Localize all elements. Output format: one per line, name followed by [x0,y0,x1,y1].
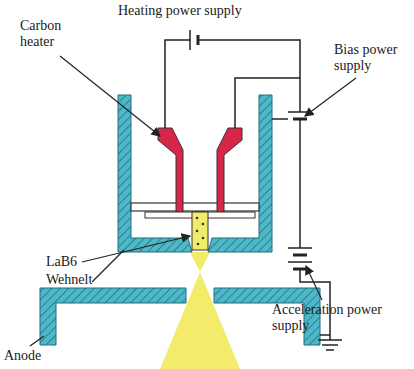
power-supply-label: Acceleration power supply [272,302,410,334]
part-label: Carbon heater [20,18,80,50]
part-label: LaB6 [46,254,86,270]
part-label: Anode [4,348,64,364]
part-label: Wehnelt [46,272,106,288]
power-supply-label: Heating power supply [118,3,298,19]
power-supply-label: Bias power supply [334,42,412,74]
